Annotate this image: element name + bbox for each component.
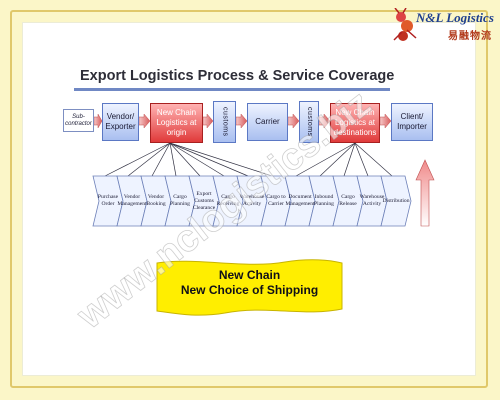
step-cargo-planning: Cargo Planning: [170, 194, 190, 207]
customs-box-destination: customs: [299, 101, 319, 143]
client-importer-label: Client/ Importer: [397, 112, 427, 131]
flow-arrow: [318, 113, 331, 129]
fan-line: [169, 142, 201, 177]
step-cargo-to-carrier: Cargo to Carrier: [266, 194, 286, 207]
title-underline: [74, 88, 390, 91]
step-export-customs-clearance: Export Customs Clearance: [192, 190, 216, 211]
step-cargo-receiving: Cargo Receiving: [216, 194, 240, 207]
fan-line: [319, 142, 356, 177]
destination-logistics-box: New Chain Logistics at destinations: [330, 103, 380, 143]
fan-line: [343, 142, 356, 177]
flow-arrow: [379, 113, 392, 129]
step-vendor-booking: Vendor Booking: [146, 194, 166, 207]
step-vendor-management: Vendor Management: [117, 194, 147, 207]
flow-arrow: [202, 113, 214, 129]
fan-line: [104, 142, 171, 177]
origin-logistics-label: New Chain Logistics at origin: [156, 108, 197, 137]
sub-contractor-box: Sub-contractor: [63, 109, 94, 132]
diagram-title: Export Logistics Process & Service Cover…: [80, 68, 395, 84]
ant-mascot-icon: [393, 8, 417, 41]
logo-chinese-name: 易融物流: [448, 31, 492, 42]
step-cargo-release: Cargo Release: [339, 194, 357, 207]
fan-lines: [104, 142, 393, 177]
fan-line: [151, 142, 171, 177]
flow-arrow: [138, 113, 151, 129]
step-document-management: Document Management: [285, 194, 315, 207]
flow-arrow: [287, 113, 300, 129]
vendor-exporter-box: Vendor/ Exporter: [102, 103, 139, 141]
flow-arrow: [93, 113, 103, 129]
company-logo: N&L Logistics 易融物流: [392, 6, 498, 46]
destination-logistics-label: New Chain Logistics at destinations: [333, 108, 377, 137]
fan-line: [169, 142, 225, 177]
fan-line: [127, 142, 171, 177]
return-up-arrow: [415, 159, 435, 227]
sub-contractor-label: Sub-contractor: [65, 113, 92, 127]
client-importer-box: Client/ Importer: [391, 103, 433, 141]
customs-label-destination: customs: [306, 107, 313, 137]
step-inbound-planning: Inbound Planning: [314, 194, 334, 207]
banner-line-2: New Choice of Shipping: [180, 283, 319, 297]
fan-line: [354, 142, 369, 177]
fan-line: [169, 142, 273, 177]
carrier-box: Carrier: [247, 103, 288, 141]
step-warehouse-activity: Warehouse Activity: [239, 194, 265, 207]
step-purchase-order: Purchase Order: [97, 194, 119, 207]
customs-box-origin: customs: [213, 101, 236, 143]
logo-brand-name: N&L Logistics: [416, 10, 494, 25]
customs-label-origin: customs: [221, 107, 229, 137]
step-warehouse-activity-destination: Warehouse Activity: [359, 194, 385, 207]
process-chevrons: [92, 175, 412, 227]
carrier-label: Carrier: [255, 117, 280, 126]
flow-arrow: [235, 113, 248, 129]
banner-text: New Chain New Choice of Shipping: [155, 268, 344, 298]
step-distribution: Distribution: [382, 197, 410, 204]
fan-line: [169, 142, 177, 177]
fan-line: [169, 142, 249, 177]
tagline-banner: [156, 259, 343, 316]
slide-frame: [10, 10, 488, 388]
flow-arrows: [93, 113, 392, 129]
fan-line: [354, 142, 393, 177]
origin-logistics-box: New Chain Logistics at origin: [150, 103, 203, 143]
vendor-exporter-label: Vendor/ Exporter: [105, 112, 136, 131]
banner-line-1: New Chain: [218, 268, 281, 282]
chevron: [380, 175, 412, 227]
fan-line: [295, 142, 356, 177]
